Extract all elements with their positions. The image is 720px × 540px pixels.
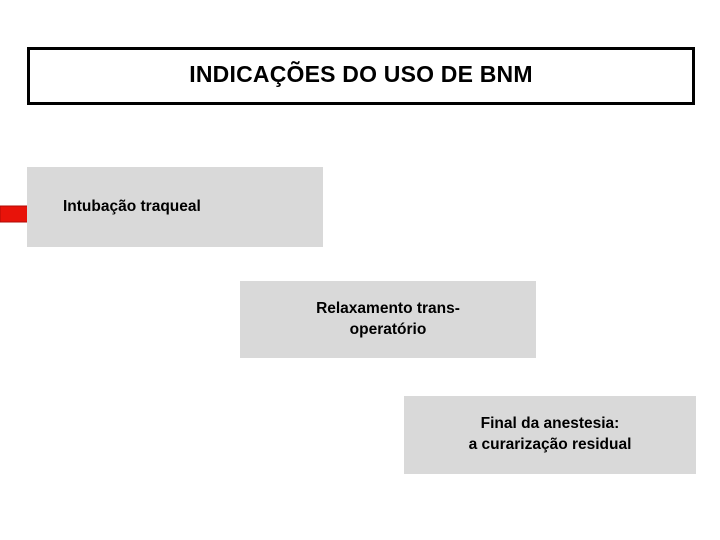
box-intubacao-traqueal: Intubação traqueal bbox=[27, 167, 323, 247]
box-final-anestesia: Final da anestesia: a curarização residu… bbox=[404, 396, 696, 474]
box-relaxamento-transoperatorio: Relaxamento trans- operatório bbox=[240, 281, 536, 358]
title-box: INDICAÇÕES DO USO DE BNM bbox=[27, 47, 695, 105]
box-intubacao-label: Intubação traqueal bbox=[63, 197, 201, 215]
box-final-label: Final da anestesia: a curarização residu… bbox=[468, 415, 632, 453]
page-title: INDICAÇÕES DO USO DE BNM bbox=[189, 61, 533, 88]
box-relaxamento-label: Relaxamento trans- operatório bbox=[316, 299, 460, 338]
